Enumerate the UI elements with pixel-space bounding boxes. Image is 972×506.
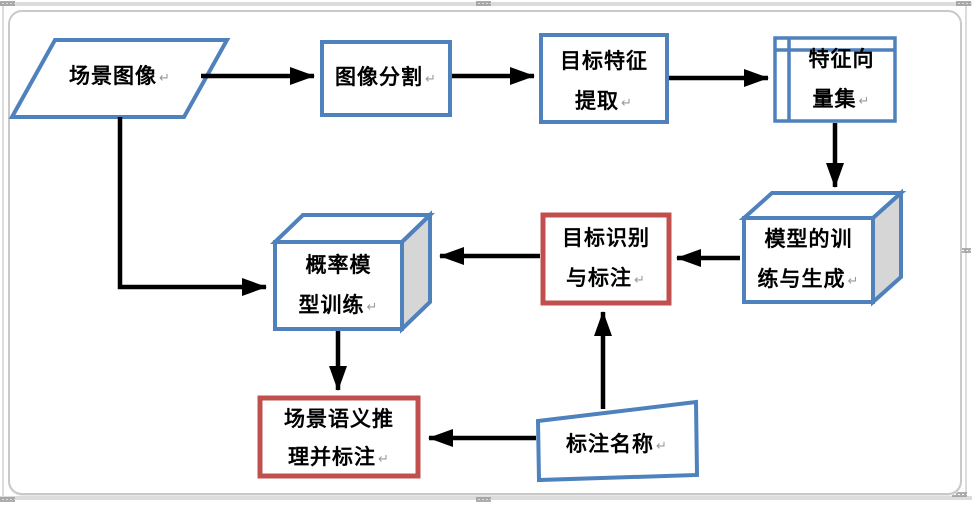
model-training-generation-label: 模型的训 练与生成↵ [757, 228, 860, 291]
image-segmentation-shape[interactable] [320, 40, 452, 117]
paragraph-mark: ↵ [159, 70, 171, 85]
probability-model-training-shape[interactable] [270, 210, 435, 334]
target-recognition-annotation-shape[interactable] [540, 212, 672, 306]
paragraph-mark: ↵ [425, 71, 437, 86]
paragraph-mark: ↵ [366, 299, 379, 314]
annotation-name-shape[interactable] [535, 399, 700, 483]
resize-handle-bottom-center[interactable] [476, 497, 491, 502]
target-feature-extraction-shape[interactable] [539, 33, 669, 124]
feature-vector-set-label: 特征向 量集↵ [808, 48, 875, 111]
canvas-frame-left [2, 6, 4, 496]
scene-image-label: 场景图像↵ [69, 65, 171, 88]
paragraph-mark: ↵ [858, 93, 871, 108]
annotation-name-label: 标注名称↵ [566, 433, 668, 456]
paragraph-mark: ↵ [378, 451, 390, 466]
paragraph-mark: ↵ [656, 438, 668, 453]
paragraph-mark: ↵ [634, 272, 646, 287]
image-segmentation-label: 图像分割↵ [335, 66, 437, 89]
resize-handle-top-left[interactable] [0, 1, 15, 6]
scene-semantic-annotation-label: 场景语义推 理并标注↵ [284, 408, 394, 469]
paragraph-mark: ↵ [847, 273, 860, 288]
resize-handle-mid-right[interactable] [956, 248, 971, 253]
scene-semantic-annotation-shape[interactable] [257, 395, 421, 479]
resize-handle-bottom-right[interactable] [952, 492, 967, 497]
scene-image-shape[interactable] [8, 38, 231, 119]
probability-model-training-label: 概率模 型训练↵ [298, 254, 379, 317]
paragraph-mark: ↵ [621, 95, 633, 110]
resize-handle-bottom-left[interactable] [0, 497, 15, 502]
model-training-generation-shape[interactable] [738, 188, 907, 307]
target-recognition-annotation-label: 目标识别 与标注↵ [562, 227, 650, 290]
feature-vector-set-shape[interactable] [773, 36, 897, 123]
resize-handle-top-center[interactable] [476, 1, 491, 6]
connector-scene-to-probability[interactable] [117, 117, 267, 296]
resize-handle-top-right[interactable] [956, 1, 971, 6]
target-feature-extraction-label: 目标特征 提取↵ [560, 50, 648, 113]
